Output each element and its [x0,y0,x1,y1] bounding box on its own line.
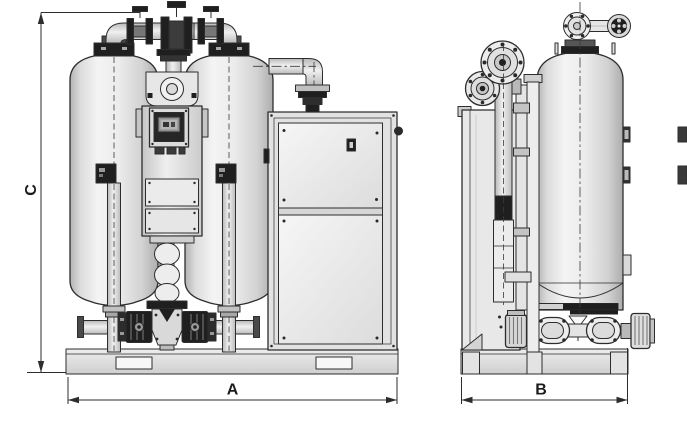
pipe-flange [145,18,153,45]
side-view [457,2,687,375]
valve-stem [167,1,186,8]
center-junction [145,49,199,107]
base-skid-front [65,348,399,375]
outlet-pipe [253,58,330,113]
control-column [135,105,209,244]
pipe-flange [197,18,205,45]
valve-stem [203,6,219,12]
controller-box [148,107,190,155]
top-flange-assembly [561,12,631,54]
cabinet-lower-door [278,214,383,345]
tower-top-flange [208,42,250,57]
pipe-flange [126,18,134,45]
center-valve-flange [183,16,193,54]
cabinet-side-knob [394,126,403,136]
inlet-outlet-flanges [464,40,525,107]
column-access-panel [145,208,199,234]
base-foot [526,351,543,375]
forklift-slot [115,356,153,370]
base-skid-side [460,348,629,375]
dimension-a: A [67,377,398,404]
dimension-label-c: C [23,184,40,196]
right-tower-drain-pipe [217,182,241,353]
column-access-panel [145,178,199,207]
vessel-side-tab [622,254,632,276]
dimension-b: B [461,348,628,404]
side-actuator [504,313,528,349]
edge-cropped-marks [677,126,687,185]
dimensions: C A B [23,12,628,404]
forklift-slot [315,356,353,370]
dimension-label-b: B [535,382,547,399]
dimension-c: C [23,12,140,373]
base-foot [610,351,628,375]
dimension-label-a: A [227,382,239,399]
tower-junction-box [215,163,237,184]
tower-top-flange [93,42,135,57]
pipe-flange [216,18,224,45]
valve-stem [132,6,148,12]
cabinet-top-flange [295,84,330,92]
front-view [65,1,403,375]
tower-junction-box [95,163,117,184]
left-tower-drain-pipe [102,182,126,353]
side-vessel [536,42,632,311]
top-valve-manifold [105,1,238,54]
control-cabinet [263,111,403,351]
bellows-pipe [154,242,180,303]
cabinet-upper-door [278,122,383,209]
base-foot [462,351,480,375]
valve-actuators [117,311,217,343]
center-valve-flange [160,16,170,54]
